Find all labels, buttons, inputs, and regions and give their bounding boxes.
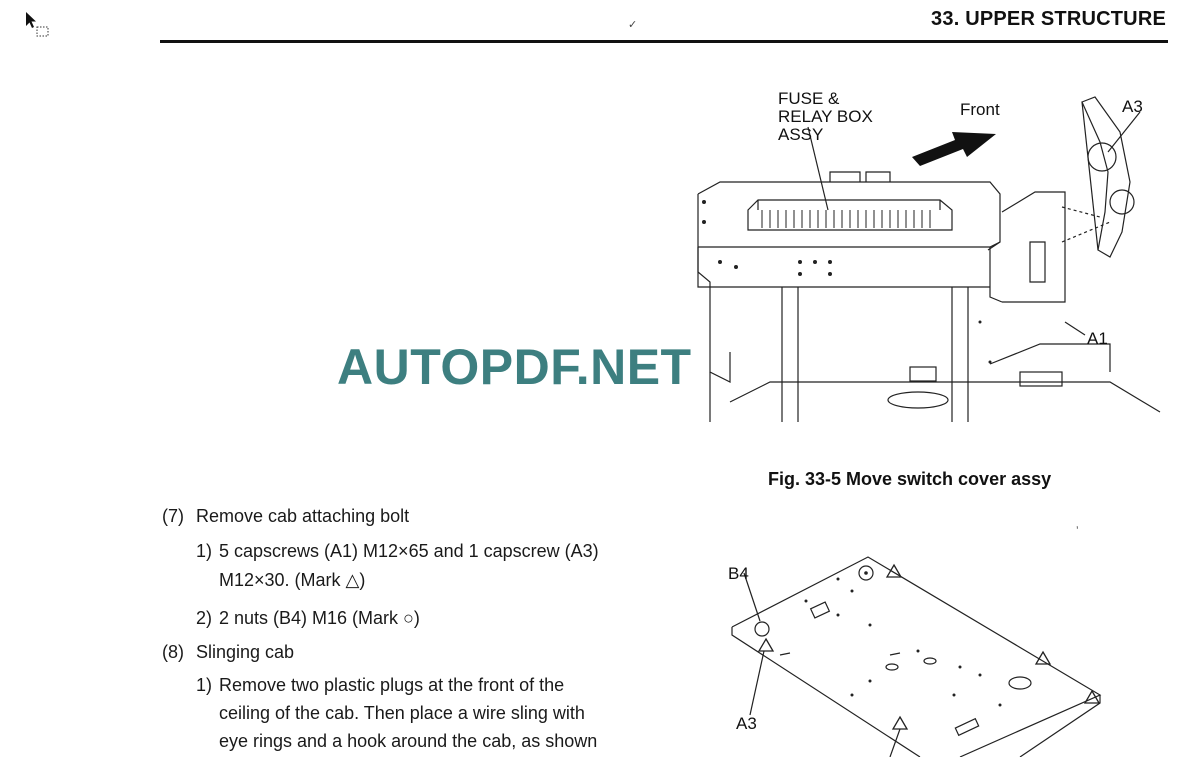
step8-1-num: 1) — [196, 675, 213, 695]
label-a1: A1 — [1087, 329, 1108, 348]
label-a3: A3 — [1122, 97, 1143, 116]
section-title: 33. UPPER STRUCTURE — [931, 8, 1166, 30]
step7-2-text: 2 nuts (B4) M16 (Mark ○) — [219, 608, 420, 628]
label-front: Front — [960, 100, 1000, 119]
step8-1-line2: ceiling of the cab. Then place a wire sl… — [219, 703, 585, 723]
figure-cab-floor-marks: B4 A3 — [728, 556, 1102, 757]
step7-label: (7) — [162, 506, 184, 526]
step7-1-num: 1) — [196, 541, 213, 561]
header-rule — [160, 40, 1168, 43]
step7-1-line2: M12×30. (Mark △) — [219, 570, 366, 590]
step8-label: (8) — [162, 642, 184, 662]
label-fuse-line1: FUSE & — [778, 89, 840, 108]
stray-mark: ʼ — [1076, 524, 1079, 538]
step8-1-line1: Remove two plastic plugs at the front of… — [219, 675, 565, 695]
step7-1-line1: 5 capscrews (A1) M12×65 and 1 capscrew (… — [219, 541, 599, 561]
stray-tick-mark: ✓ — [628, 19, 638, 31]
label-fuse-line3: ASSY — [778, 125, 823, 144]
cursor-icon — [26, 12, 49, 37]
step7-text: Remove cab attaching bolt — [196, 506, 410, 526]
step8-1-line3: eye rings and a hook around the cab, as … — [219, 731, 598, 751]
label-a3-bottom: A3 — [736, 714, 757, 733]
label-fuse-line2: RELAY BOX — [778, 107, 873, 126]
step8-text: Slinging cab — [196, 642, 295, 662]
label-b4: B4 — [728, 564, 749, 583]
figure-caption: Fig. 33-5 Move switch cover assy — [768, 469, 1052, 489]
figure-switch-cover-assy: FUSE & RELAY BOX ASSY Front A3 A1 — [697, 89, 1161, 422]
watermark: AUTOPDF.NET — [337, 339, 692, 395]
svg-text:FUSE & RELAY BOX ASSY: FUSE & RELAY BOX ASSY — [778, 89, 878, 144]
step7-2-num: 2) — [196, 608, 213, 628]
